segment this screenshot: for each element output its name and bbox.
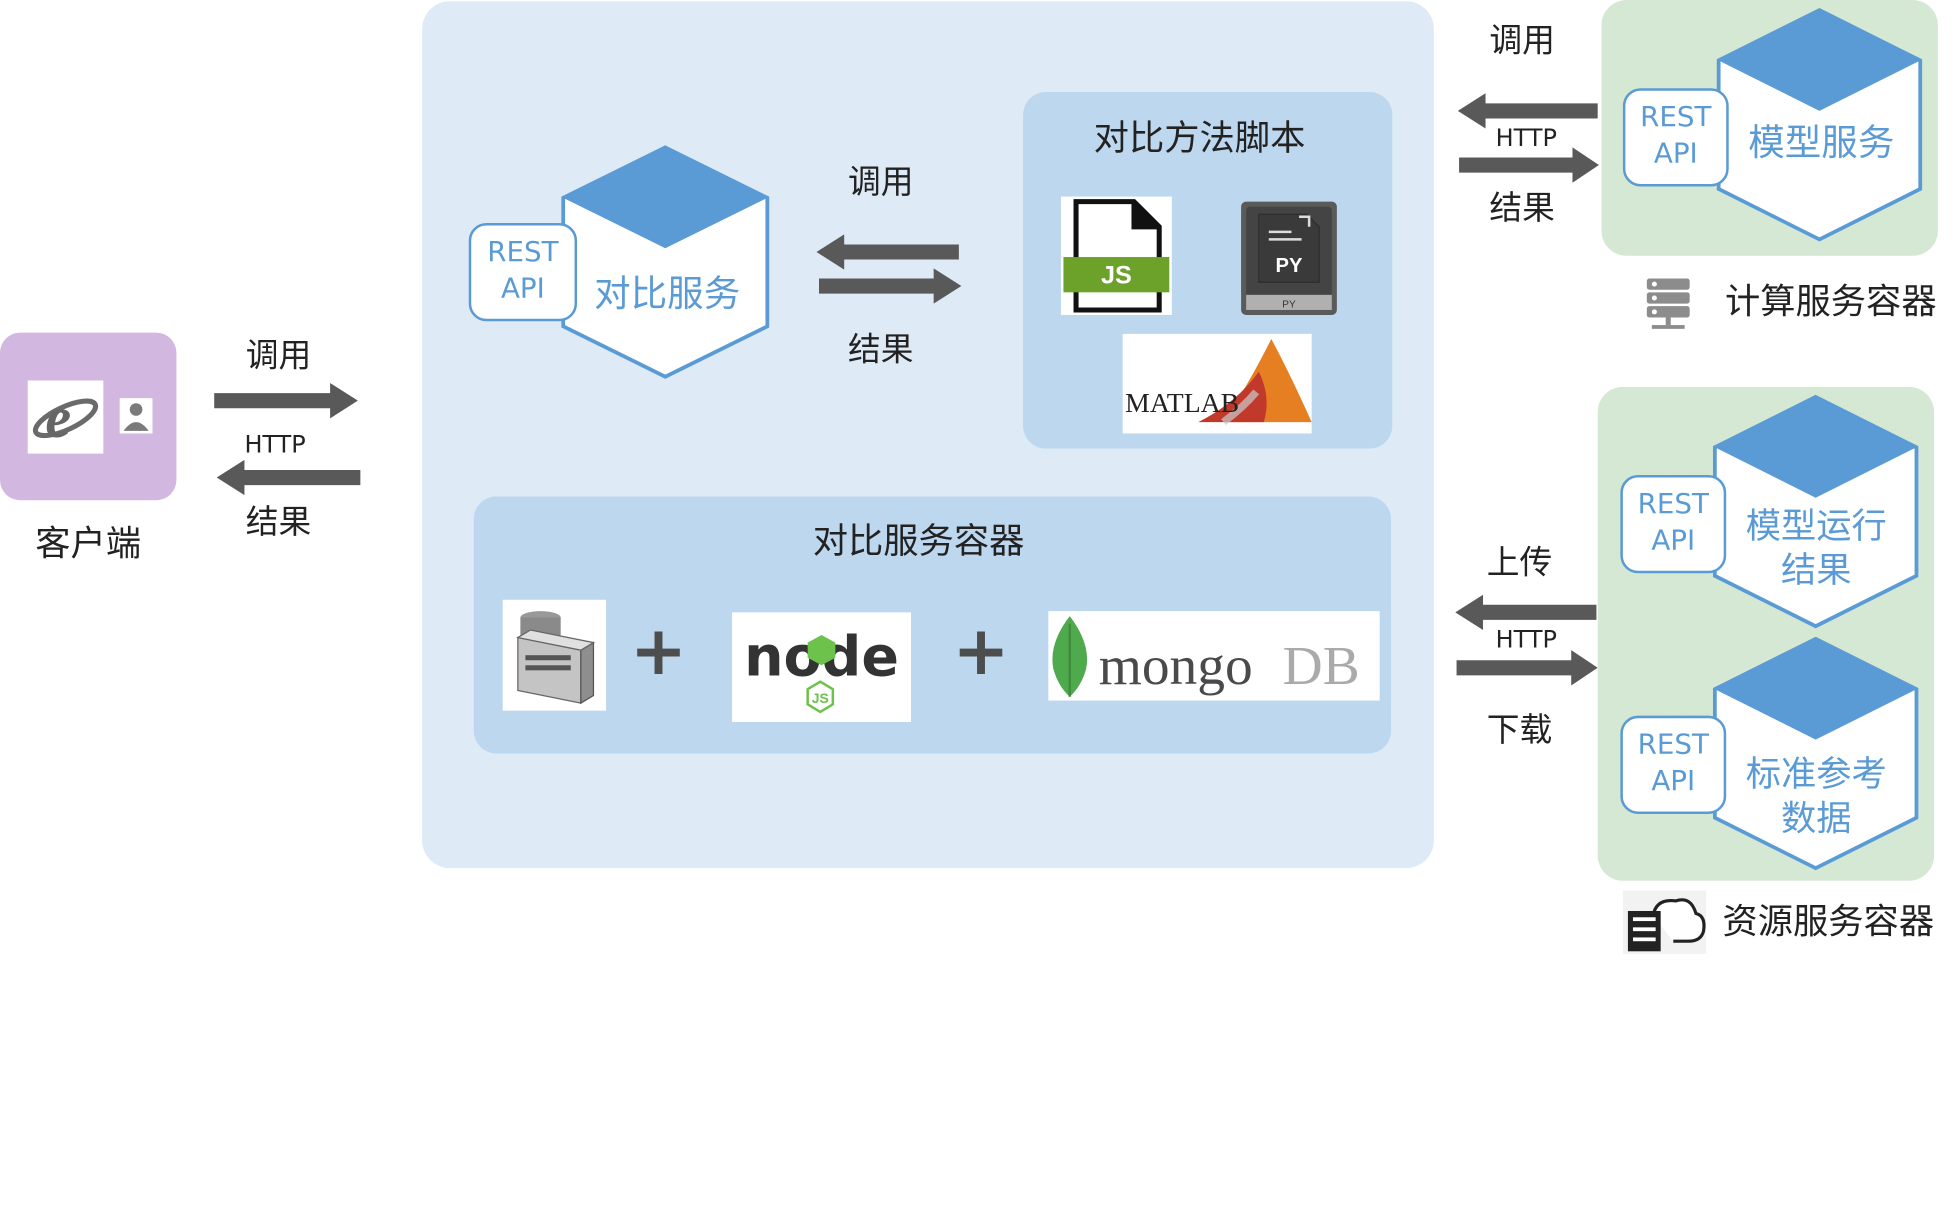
server-icon xyxy=(502,599,607,711)
resource-upload-arrow xyxy=(1455,594,1597,630)
api-label: API xyxy=(1653,138,1698,171)
js-file-label: JS xyxy=(1101,262,1132,290)
compute-result-label: 结果 xyxy=(1489,190,1555,229)
script-response-arrow xyxy=(819,268,962,304)
py-file-icon: PY PY xyxy=(1241,201,1337,315)
resource-http-label: HTTP xyxy=(1495,626,1557,654)
client-response-arrow xyxy=(216,459,361,496)
model-service-name: 模型服务 xyxy=(1748,120,1895,164)
api-label: API xyxy=(500,273,545,305)
client-http-label: HTTP xyxy=(244,430,306,459)
nodejs-js-label: JS xyxy=(812,690,829,706)
reference-data-line2: 数据 xyxy=(1780,797,1852,840)
compare-service-name: 对比服务 xyxy=(594,272,741,315)
client-request-arrow xyxy=(214,383,358,419)
rest-label: REST xyxy=(1637,489,1709,521)
py-file-label: PY xyxy=(1276,255,1303,277)
mongodb-db-label: DB xyxy=(1283,635,1360,696)
model-service-rest-api-badge[interactable]: REST API xyxy=(1622,88,1729,187)
compare-rest-api-badge[interactable]: REST API xyxy=(468,223,578,322)
reference-data-rest-api-badge[interactable]: REST API xyxy=(1620,715,1727,814)
resource-container-label: 资源服务容器 xyxy=(1722,900,1935,943)
client-label: 客户端 xyxy=(35,522,142,565)
reference-data-name: 标准参考 数据 xyxy=(1731,752,1901,840)
script-call-label: 调用 xyxy=(847,163,914,202)
model-result-name: 模型运行 结果 xyxy=(1731,504,1901,592)
reference-data-line1: 标准参考 xyxy=(1745,753,1887,796)
mongodb-label: mongo xyxy=(1099,635,1253,696)
model-result-line1: 模型运行 xyxy=(1745,505,1887,547)
compute-call-label: 调用 xyxy=(1489,22,1555,61)
compute-container-label: 计算服务容器 xyxy=(1724,280,1937,323)
model-result-hexagon xyxy=(1712,394,1919,629)
client-result-label: 结果 xyxy=(245,504,312,542)
matlab-logo: MATLAB xyxy=(1122,333,1312,434)
compute-request-arrow xyxy=(1457,93,1598,129)
reference-data-hexagon xyxy=(1712,636,1919,871)
rest-label: REST xyxy=(487,237,559,269)
compute-response-arrow xyxy=(1459,147,1599,183)
scripts-title: 对比方法脚本 xyxy=(1093,117,1306,159)
py-file-small-label: PY xyxy=(1282,299,1296,310)
browser-icon: e xyxy=(27,380,104,454)
nodejs-logo: node JS xyxy=(732,612,911,722)
model-result-rest-api-badge[interactable]: REST API xyxy=(1620,475,1727,574)
compare-container-title: 对比服务容器 xyxy=(812,520,1025,562)
compare-service-hexagon xyxy=(561,145,770,379)
server-rack-icon xyxy=(1642,276,1695,331)
mongodb-logo: mongo DB xyxy=(1048,611,1380,701)
script-result-label: 结果 xyxy=(847,331,914,370)
resource-upload-label: 上传 xyxy=(1486,544,1553,583)
api-label: API xyxy=(1651,525,1696,557)
matlab-label: MATLAB xyxy=(1125,387,1239,418)
plus-sign-2: + xyxy=(952,611,1010,691)
user-icon xyxy=(119,398,153,434)
model-service-hexagon xyxy=(1716,7,1923,242)
compute-http-label: HTTP xyxy=(1495,124,1557,153)
client-call-label: 调用 xyxy=(245,337,312,376)
svg-text:e: e xyxy=(45,385,71,450)
plus-sign-1: + xyxy=(630,611,688,691)
js-file-icon: JS xyxy=(1060,196,1172,315)
resource-download-label: 下载 xyxy=(1486,711,1553,750)
rest-label: REST xyxy=(1640,102,1712,135)
model-result-line2: 结果 xyxy=(1780,549,1852,591)
rest-label: REST xyxy=(1637,730,1709,762)
script-request-arrow xyxy=(816,234,959,270)
api-label: API xyxy=(1651,766,1696,798)
resource-download-arrow xyxy=(1456,650,1598,686)
cloud-storage-icon xyxy=(1622,890,1707,954)
